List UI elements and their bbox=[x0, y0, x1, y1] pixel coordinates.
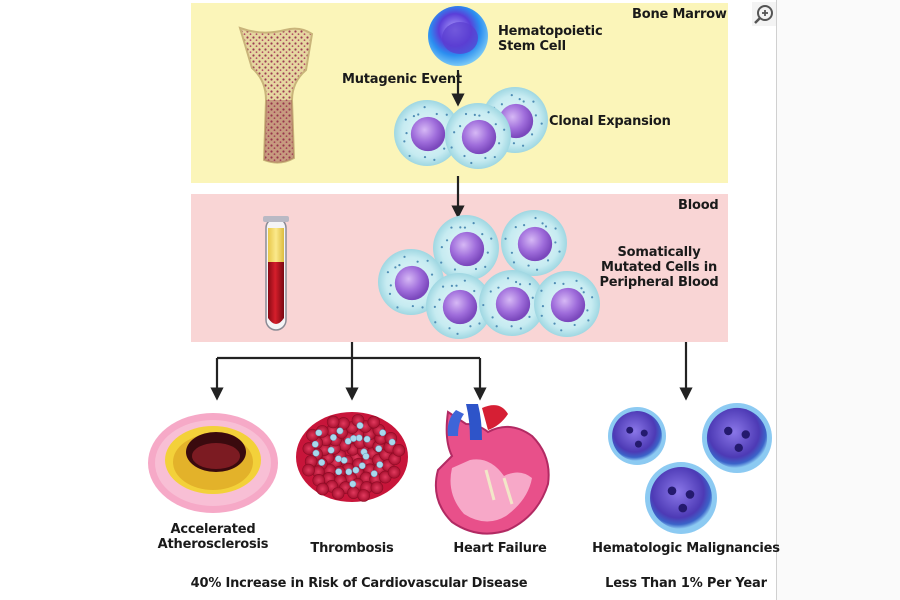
outcome-thrombosis: Thrombosis bbox=[310, 541, 394, 556]
outcome-heart-failure: Heart Failure bbox=[453, 541, 547, 556]
side-panel bbox=[777, 0, 900, 600]
branch-arrows bbox=[210, 342, 693, 401]
somatic-line3: Peripheral Blood bbox=[599, 274, 719, 290]
blood-tube-icon bbox=[263, 216, 289, 331]
stem-cell bbox=[428, 6, 488, 66]
mutagenic-event-label: Mutagenic Event bbox=[342, 72, 462, 87]
somatic-cells-label: Somatically Mutated Cells in Peripheral … bbox=[596, 245, 722, 291]
malignant-cells bbox=[608, 403, 772, 534]
blood-cell bbox=[426, 273, 492, 339]
blood-cell bbox=[501, 210, 567, 276]
clonal-cell bbox=[445, 103, 511, 169]
clonal-expansion-label: Clonal Expansion bbox=[549, 114, 671, 129]
somatic-line2: Mutated Cells in bbox=[600, 259, 718, 275]
atherosclerosis-line1: Accelerated bbox=[170, 522, 256, 537]
heart-icon bbox=[434, 404, 550, 535]
blood-clot-icon bbox=[296, 412, 408, 502]
peripheral-cells bbox=[378, 210, 600, 339]
stem-cell-label: Hematopoietic Stem Cell bbox=[498, 24, 603, 55]
bone-icon bbox=[238, 26, 314, 164]
clonal-cell bbox=[394, 100, 460, 166]
stem-cell-label-line2: Stem Cell bbox=[498, 38, 566, 54]
zoom-in-icon[interactable] bbox=[752, 2, 776, 26]
blood-cell bbox=[433, 215, 499, 281]
artery-cross-section-icon bbox=[148, 413, 278, 513]
outcome-atherosclerosis: Accelerated Atherosclerosis bbox=[140, 522, 286, 553]
footer-cardio-risk: 40% Increase in Risk of Cardiovascular D… bbox=[190, 576, 528, 591]
somatic-line1: Somatically bbox=[617, 245, 701, 260]
malignant-cell bbox=[645, 462, 717, 534]
atherosclerosis-line2: Atherosclerosis bbox=[157, 536, 269, 552]
clonal-cells bbox=[394, 87, 548, 169]
malignant-cell bbox=[702, 403, 772, 473]
panel-divider bbox=[776, 0, 777, 600]
footer-malignancy-risk: Less Than 1% Per Year bbox=[605, 576, 767, 591]
blood-cell bbox=[479, 270, 545, 336]
section-title-bone-marrow: Bone Marrow bbox=[632, 7, 727, 22]
malignant-cell bbox=[608, 407, 666, 465]
outcome-hematologic: Hematologic Malignancies bbox=[592, 541, 780, 556]
blood-cell bbox=[534, 271, 600, 337]
stem-cell-label-line1: Hematopoietic bbox=[498, 24, 603, 39]
section-title-blood: Blood bbox=[678, 198, 719, 213]
